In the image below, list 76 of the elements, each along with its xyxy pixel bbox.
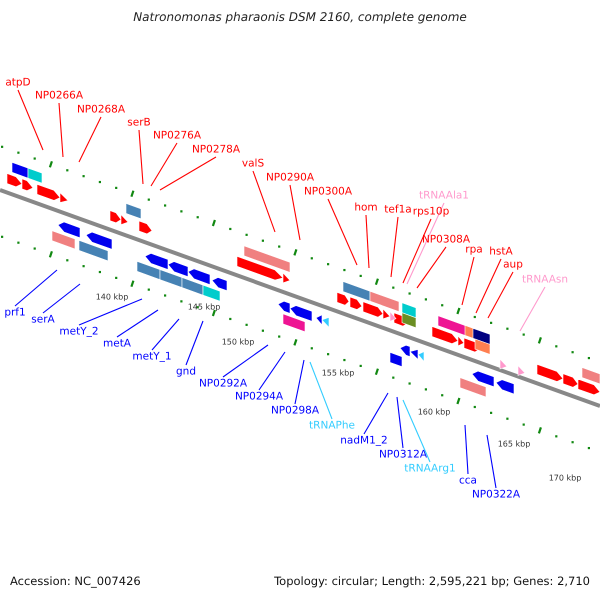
leader-line	[402, 218, 432, 284]
leader-line	[252, 170, 276, 232]
leader-line	[258, 352, 286, 390]
leader-line	[78, 298, 142, 326]
leader-line	[160, 156, 216, 190]
gene-label: valS	[242, 158, 264, 170]
scale-label: 150 kbp	[222, 338, 254, 346]
gene-label: gnd	[176, 366, 196, 378]
leader-line	[222, 344, 268, 378]
gene-label: cca	[459, 474, 477, 488]
scale-label: 165 kbp	[498, 440, 530, 448]
gene-label: tRNAPhe	[309, 420, 355, 432]
scale-label: 170 kbp	[548, 474, 582, 482]
footer-text: Accession: NC_007426	[10, 574, 141, 588]
gene-label: atpD	[5, 76, 31, 90]
scale-label: 145 kbp	[188, 302, 220, 312]
gene-label: aup	[503, 258, 523, 272]
gene-label: metY_2	[59, 326, 99, 338]
gene-label: NP0276A	[152, 130, 202, 142]
gene-label: NP0290A	[266, 172, 314, 184]
leader-line	[464, 424, 469, 474]
gene-label: NP0298A	[270, 404, 320, 418]
leader-line	[116, 310, 158, 338]
gene-label: tef1a	[384, 204, 412, 216]
scale-label: 155 kbp	[322, 368, 354, 378]
leader-line	[138, 130, 144, 184]
gene-label: NP0308A	[422, 234, 470, 246]
gene-label: tRNAArg1	[404, 462, 456, 476]
title: Natronomonas pharaonis DSM 2160, complete genome	[132, 10, 468, 24]
leader-line	[289, 184, 301, 240]
gene-label: metA	[103, 338, 131, 350]
leader-line	[58, 102, 64, 158]
leader-line	[461, 256, 475, 306]
leader-line	[309, 362, 333, 420]
leader-line	[150, 142, 178, 186]
scale-label: 140 kbp	[96, 292, 128, 302]
leader-line	[294, 360, 305, 404]
leader-line	[42, 284, 80, 314]
leader-line	[406, 202, 444, 284]
gene-label: NP0312A	[378, 448, 428, 462]
leader-line	[402, 400, 430, 462]
leader-line	[520, 286, 546, 332]
scale-label: 160 kbp	[418, 408, 450, 416]
leader-line	[152, 318, 180, 350]
leader-line	[476, 258, 502, 314]
gene-label: nadM1_2	[340, 434, 388, 448]
gene-label: serB	[127, 116, 151, 130]
leader-line	[486, 434, 497, 488]
footer-text: Topology: circular; Length: 2,595,221 bp; Genes: 2,710	[274, 574, 590, 588]
gene-label: prf1	[4, 306, 26, 320]
leader-line	[18, 90, 44, 150]
gene-label: NP0294A	[234, 390, 284, 404]
leader-line	[328, 198, 358, 266]
leader-line	[14, 270, 58, 306]
leader-line	[416, 246, 446, 288]
gene-label: NP0322A	[472, 488, 520, 502]
leader-line	[185, 320, 204, 366]
leader-line	[488, 272, 514, 318]
gene-label: NP0268A	[76, 104, 126, 116]
gene-label: NP0292A	[198, 378, 248, 390]
leader-line	[364, 392, 388, 434]
gene-label: metY_1	[132, 350, 172, 364]
gene-label: NP0278A	[192, 144, 240, 156]
leader-line	[390, 216, 399, 278]
gene-label: hstA	[489, 246, 513, 258]
leader-line	[78, 116, 102, 162]
gene-label: serA	[31, 314, 55, 326]
gene-label: NP0300A	[304, 186, 352, 198]
gene-label: tRNAAla1	[419, 190, 469, 202]
gene-label: rpa	[465, 244, 483, 256]
leader-line	[396, 396, 404, 448]
leader-line	[365, 214, 370, 268]
gene-label: tRNAAsn	[522, 274, 568, 286]
gene-label: hom	[354, 202, 378, 214]
gene-label: rps10p	[412, 206, 450, 218]
gene-label: NP0266A	[34, 90, 84, 102]
